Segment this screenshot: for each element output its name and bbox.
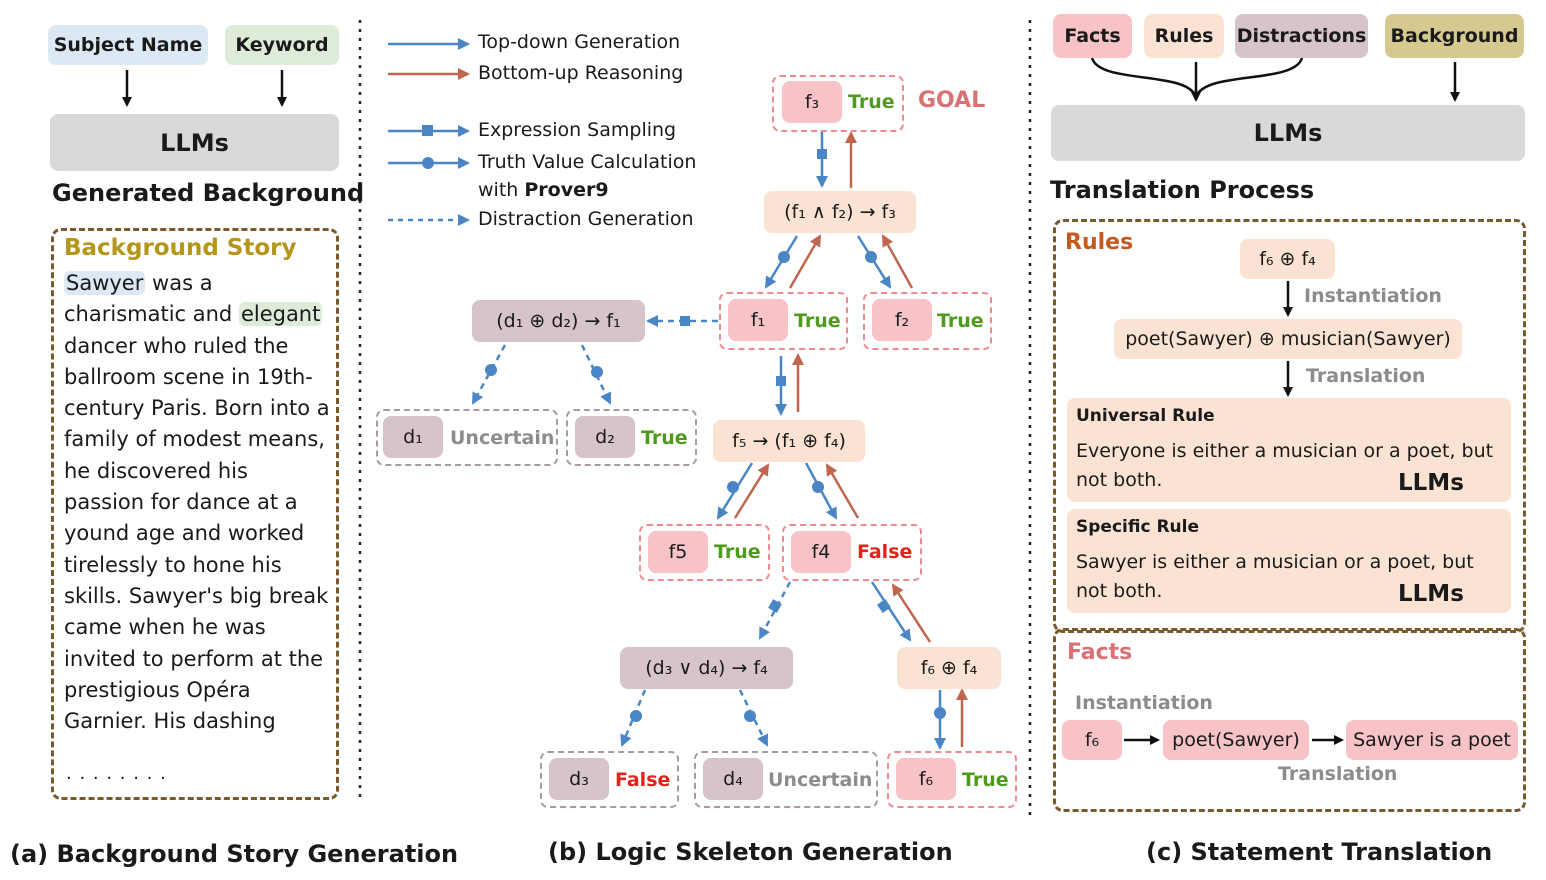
d1-node: d₁ xyxy=(383,416,443,458)
f6-node: f₆ xyxy=(896,758,956,800)
caption-c: (c) Statement Translation xyxy=(1146,838,1493,866)
legend-expr-sampling: Expression Sampling xyxy=(478,119,677,141)
universal-rule-title: Universal Rule xyxy=(1076,406,1215,426)
rules-section-box xyxy=(1053,219,1526,633)
f3-node: f₃ xyxy=(782,81,842,123)
f3-value: True xyxy=(848,91,895,113)
f1-node: f₁ xyxy=(728,299,788,341)
d3-value: False xyxy=(615,769,671,791)
universal-llms-label: LLMs xyxy=(1398,470,1464,496)
background-story-box xyxy=(51,228,339,800)
llms-box-c: LLMs xyxy=(1051,105,1525,161)
rules-section-label: Rules xyxy=(1065,230,1134,255)
goal-label: GOAL xyxy=(918,88,986,113)
llms-label-a: LLMs xyxy=(160,128,229,157)
story-subject-highlight: Sawyer xyxy=(64,271,146,295)
legend-bottom-up: Bottom-up Reasoning xyxy=(478,62,684,84)
story-ellipsis: · · · · · · · · xyxy=(66,768,167,789)
rule-instance-box: poet(Sawyer) ⊕ musician(Sawyer) xyxy=(1114,319,1462,359)
d1-value: Uncertain xyxy=(450,427,555,449)
f2-value: True xyxy=(937,310,984,332)
background-tag: Background xyxy=(1385,14,1524,58)
f2-node: f₂ xyxy=(872,299,932,341)
f3-node-frame xyxy=(772,75,904,132)
d2-node: d₂ xyxy=(575,416,635,458)
f5-node-frame xyxy=(639,524,770,581)
f4-node: f4 xyxy=(791,531,851,573)
legend-circle-marker xyxy=(422,157,434,169)
story-part2: dancer who ruled the ballroom scene in 1… xyxy=(64,333,330,734)
legend-top-down: Top-down Generation xyxy=(478,31,681,53)
rule-f1-f2-node: (f₁ ∧ f₂) → f₃ xyxy=(764,191,916,233)
rule-f5-node: f₅ → (f₁ ⊕ f₄) xyxy=(713,420,865,462)
rule-expr-box: f₆ ⊕ f₄ xyxy=(1240,239,1335,279)
generated-background-heading: Generated Background xyxy=(52,179,365,207)
specific-rule-title: Specific Rule xyxy=(1076,517,1199,537)
facts-section-box xyxy=(1053,628,1526,812)
d2-node-frame xyxy=(566,409,697,466)
f5-value: True xyxy=(714,541,761,563)
legend-distraction: Distraction Generation xyxy=(478,208,694,230)
d3-node: d₃ xyxy=(549,758,609,800)
translation-label: Translation xyxy=(1306,365,1426,387)
translation-process-heading: Translation Process xyxy=(1050,176,1315,204)
d4-node-frame xyxy=(694,751,878,808)
subject-name-tag: Subject Name xyxy=(48,25,208,65)
facts-tag: Facts xyxy=(1053,14,1132,58)
f2-node-frame xyxy=(863,292,992,350)
specific-rule-box xyxy=(1067,509,1511,613)
fact-sentence-box: Sawyer is a poet xyxy=(1346,720,1518,760)
universal-rule-text: Everyone is either a musician or a poet,… xyxy=(1076,440,1494,491)
rule-d1-d2-node: (d₁ ⊕ d₂) → f₁ xyxy=(472,300,645,342)
f4-node-frame xyxy=(782,524,922,581)
d3-node-frame xyxy=(540,751,679,808)
caption-a: (a) Background Story Generation xyxy=(10,840,459,868)
d4-node: d₄ xyxy=(703,758,763,800)
d1-node-frame xyxy=(376,409,558,466)
llms-box-a: LLMs xyxy=(50,114,339,171)
f1-value: True xyxy=(794,310,841,332)
specific-llms-label: LLMs xyxy=(1398,581,1464,607)
instantiation-label: Instantiation xyxy=(1304,285,1442,307)
f5-node: f5 xyxy=(648,531,708,573)
universal-rule-box xyxy=(1067,398,1511,502)
legend-prover9: with Prover9 xyxy=(478,179,609,201)
rule-d3-d4-node: (d₃ ∨ d₄) → f₄ xyxy=(620,647,793,689)
subject-name-label: Subject Name xyxy=(53,34,203,56)
keyword-label: Keyword xyxy=(235,34,329,56)
rule-f6-f4-node: f₆ ⊕ f₄ xyxy=(897,647,1001,689)
rules-tag: Rules xyxy=(1144,14,1224,58)
distractions-tag: Distractions xyxy=(1235,14,1368,58)
fact-f6-box: f₆ xyxy=(1062,720,1122,760)
background-story-text: Sawyer was a charismatic and elegant dan… xyxy=(64,268,332,737)
caption-b: (b) Logic Skeleton Generation xyxy=(548,838,953,866)
background-story-title: Background Story xyxy=(64,235,297,261)
keyword-tag: Keyword xyxy=(225,25,339,65)
facts-translation-label: Translation xyxy=(1278,763,1398,785)
facts-section-label: Facts xyxy=(1067,640,1133,665)
f6-value: True xyxy=(962,769,1009,791)
legend-truth-calc: Truth Value Calculation xyxy=(478,151,697,173)
f1-node-frame xyxy=(719,292,848,350)
fact-pred-box: poet(Sawyer) xyxy=(1163,720,1309,760)
d4-value: Uncertain xyxy=(768,769,873,791)
f4-value: False xyxy=(857,541,913,563)
specific-rule-text: Sawyer is either a musician or a poet, b… xyxy=(1076,551,1474,602)
facts-instantiation-label: Instantiation xyxy=(1075,692,1213,714)
f6-node-frame xyxy=(887,751,1017,808)
legend-square-marker xyxy=(422,125,433,136)
story-keyword-highlight: elegant xyxy=(238,302,323,327)
d2-value: True xyxy=(641,427,688,449)
story-part1: was a charismatic and xyxy=(64,271,239,327)
